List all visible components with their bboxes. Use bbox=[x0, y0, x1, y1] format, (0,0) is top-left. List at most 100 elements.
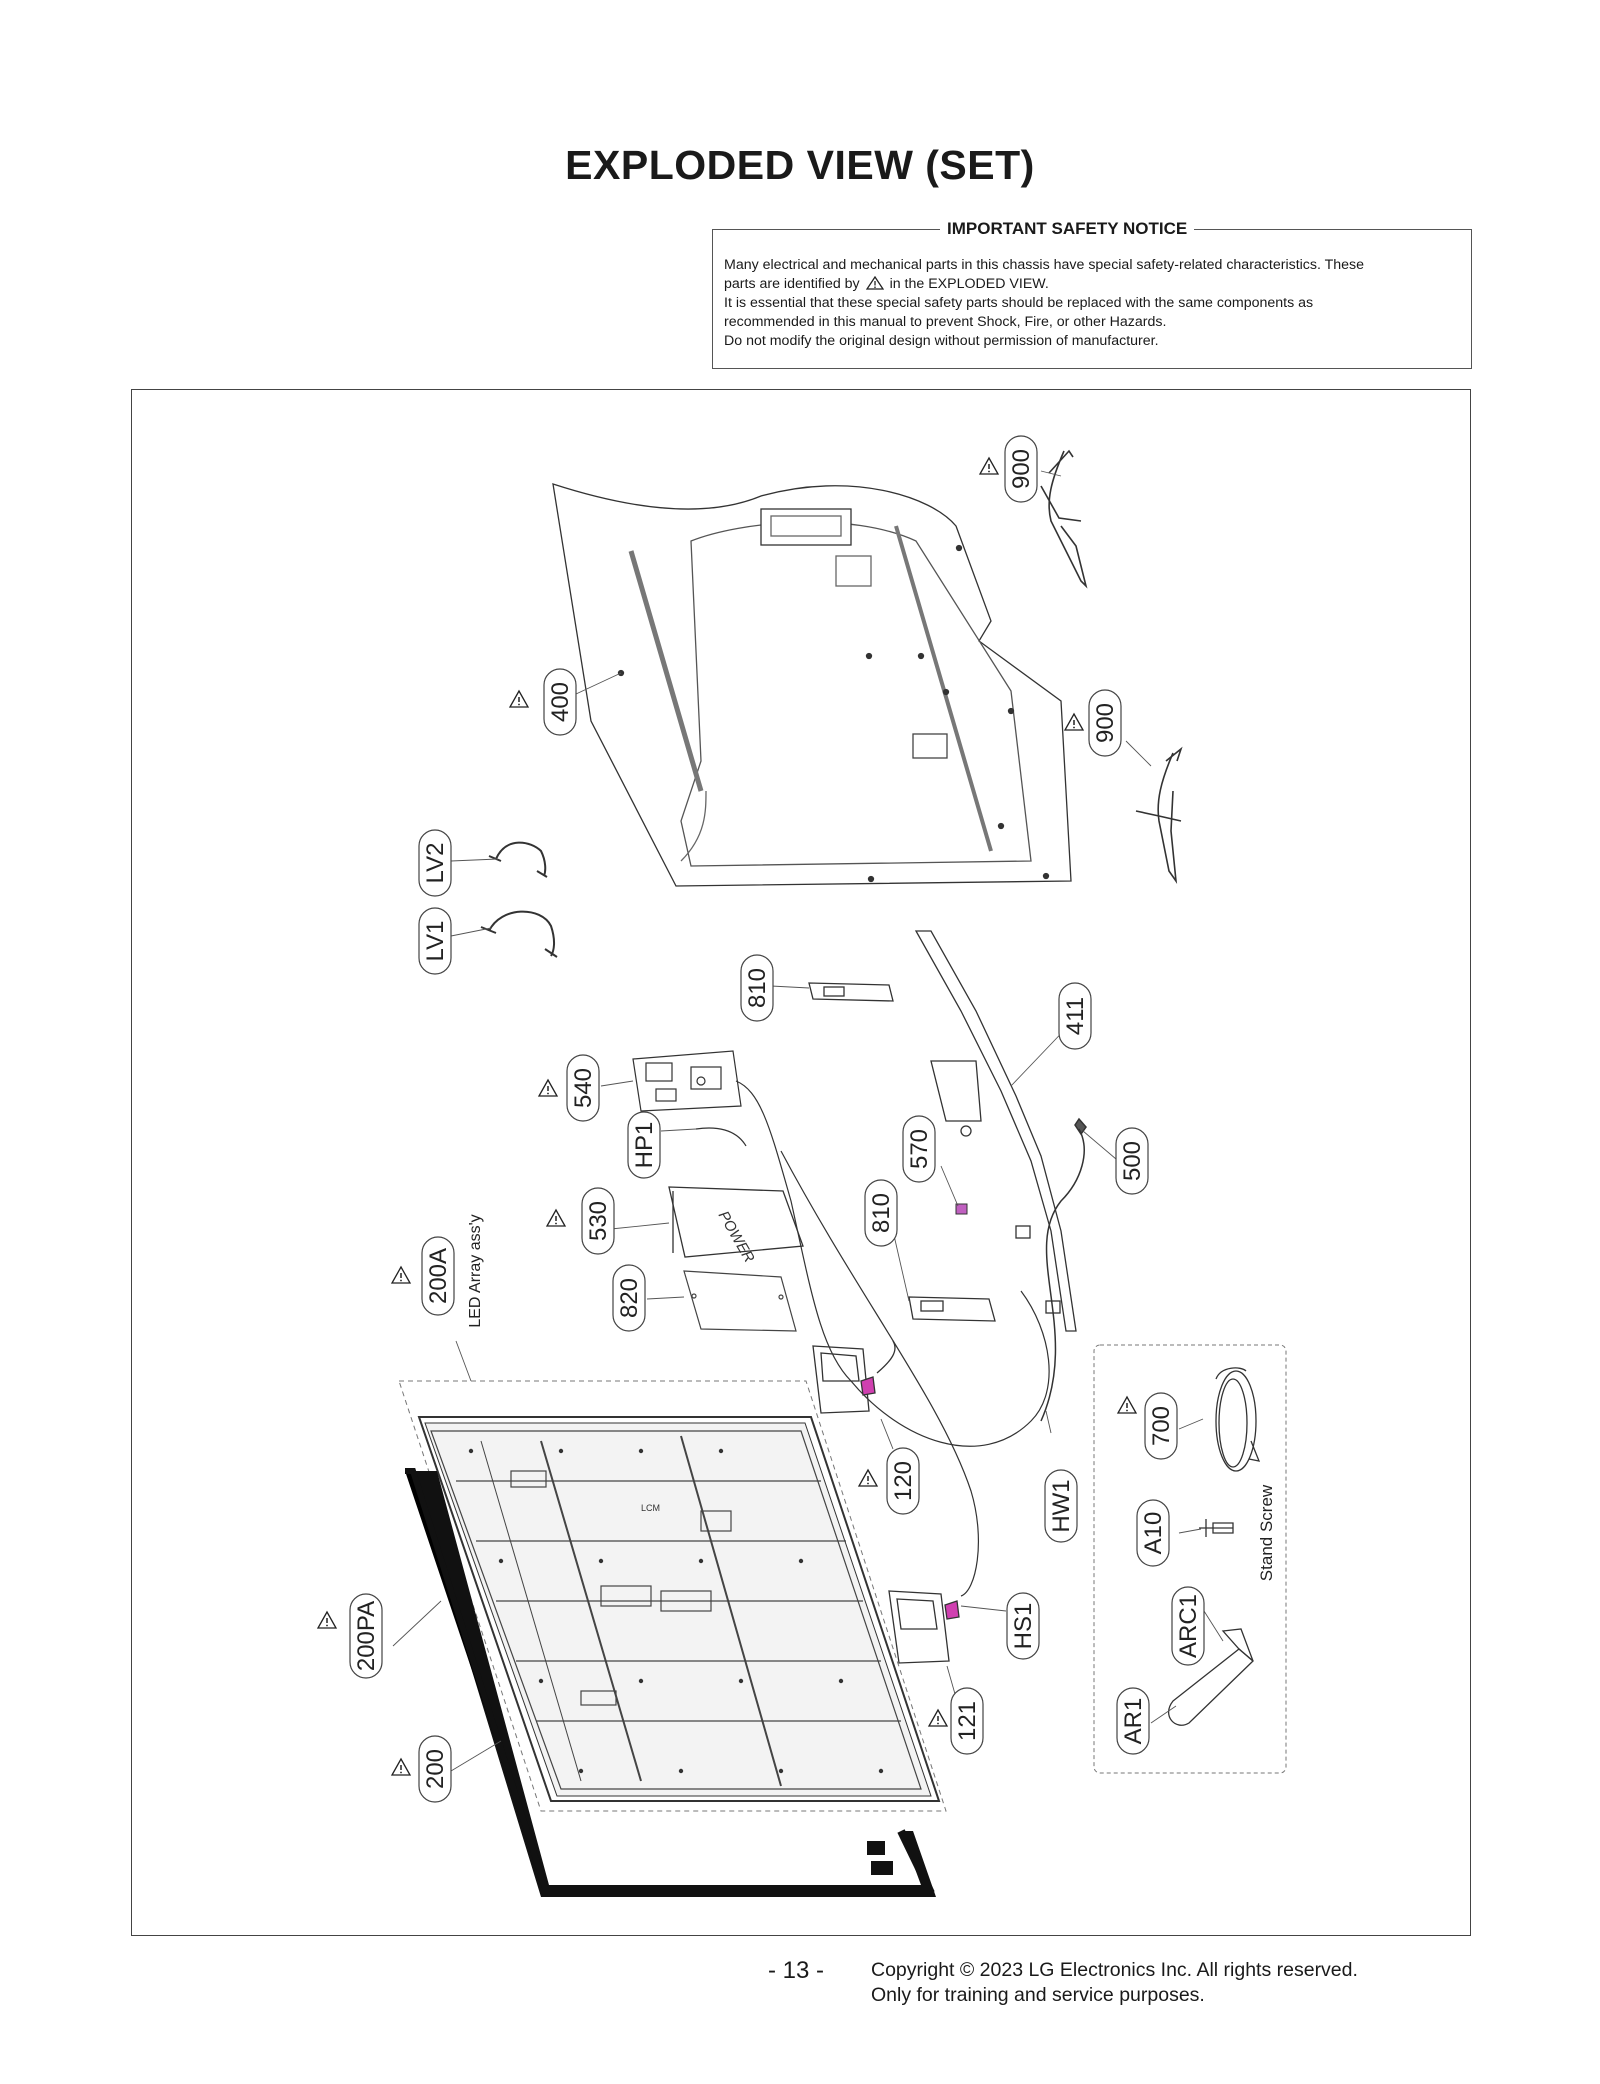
harness-hs1 bbox=[780, 1150, 980, 1597]
callout-200-text: 200 bbox=[422, 1749, 449, 1789]
callout-900a: 900 bbox=[1004, 435, 1038, 503]
notice-line-2-end: in the EXPLODED VIEW. bbox=[889, 276, 1049, 292]
callout-700: 700 bbox=[1144, 1392, 1178, 1460]
callout-lv1-text: LV1 bbox=[422, 921, 449, 962]
training-note-line: Only for training and service purposes. bbox=[871, 1984, 1205, 2006]
callout-ar1: AR1 bbox=[1116, 1687, 1150, 1755]
warning-icon-400 bbox=[509, 690, 529, 708]
callout-700-text: 700 bbox=[1148, 1406, 1175, 1446]
callout-500: 500 bbox=[1115, 1127, 1149, 1195]
stand-screw-text: Stand Screw bbox=[1257, 1484, 1276, 1581]
callout-hp1-text: HP1 bbox=[631, 1122, 658, 1169]
warning-icon-200 bbox=[391, 1758, 411, 1776]
footer-copyright: Copyright © 2023 LG Electronics Inc. All… bbox=[871, 1958, 1358, 2008]
callout-900b-text: 900 bbox=[1092, 703, 1119, 743]
callout-810b: 810 bbox=[864, 1179, 898, 1247]
speaker-121-drawing bbox=[888, 1590, 960, 1664]
stand-lower-drawing bbox=[1135, 746, 1183, 884]
callout-570-text: 570 bbox=[906, 1129, 933, 1169]
callout-810b-text: 810 bbox=[868, 1193, 895, 1233]
notice-line-1: Many electrical and mechanical parts in … bbox=[724, 257, 1365, 273]
lv-cables-drawing bbox=[480, 841, 558, 958]
callout-540-text: 540 bbox=[570, 1068, 597, 1108]
panel-sticker-label: LCM bbox=[641, 1503, 660, 1513]
callout-200a-note: LED Array ass'y bbox=[467, 1214, 484, 1327]
back-cover-drawing bbox=[552, 483, 1072, 887]
callout-200pa-text: 200PA bbox=[353, 1601, 380, 1671]
warning-icon-530 bbox=[546, 1209, 566, 1227]
warning-icon-120 bbox=[858, 1469, 878, 1487]
callout-200: 200 bbox=[418, 1735, 452, 1803]
part-callouts: 900 400 900 LV2 LV1 810 411 540 bbox=[349, 435, 1276, 1803]
callout-hw1-text: HW1 bbox=[1048, 1479, 1075, 1532]
safety-notice-heading: IMPORTANT SAFETY NOTICE bbox=[940, 219, 1195, 239]
callout-411-text: 411 bbox=[1062, 997, 1089, 1035]
callout-arc1-text: ARC1 bbox=[1175, 1594, 1202, 1658]
warning-icon-200a bbox=[391, 1266, 411, 1284]
insulator-sheet-drawing bbox=[683, 1270, 797, 1332]
callout-hs1: HS1 bbox=[1006, 1592, 1040, 1660]
component-570 bbox=[955, 1203, 968, 1215]
harness-hw1 bbox=[735, 1080, 1050, 1447]
callout-530-text: 530 bbox=[585, 1201, 612, 1241]
safety-notice-text: Many electrical and mechanical parts in … bbox=[724, 256, 1460, 351]
power-cord-drawing bbox=[1215, 1367, 1261, 1472]
warning-icon-540 bbox=[538, 1079, 558, 1097]
power-board-label: POWER bbox=[715, 1208, 758, 1266]
callout-570: 570 bbox=[902, 1115, 936, 1183]
callout-lv2: LV2 bbox=[418, 829, 452, 897]
notice-line-2: parts are identified by in the EXPLODED … bbox=[724, 275, 1460, 294]
callout-a10-text: A10 bbox=[1140, 1512, 1167, 1555]
component-500-drawing bbox=[1040, 1117, 1087, 1422]
stand-screw-drawing bbox=[1199, 1519, 1234, 1537]
callout-a10: A10 bbox=[1136, 1499, 1170, 1567]
power-board-drawing: POWER bbox=[668, 1186, 804, 1266]
ir-board-lower-drawing bbox=[908, 1296, 996, 1322]
callout-400-text: 400 bbox=[547, 682, 574, 722]
warning-icon-700 bbox=[1117, 1396, 1137, 1414]
callout-530: 530 bbox=[581, 1187, 615, 1255]
callout-120-text: 120 bbox=[890, 1461, 917, 1501]
callout-lv1: LV1 bbox=[418, 907, 452, 975]
callout-500-text: 500 bbox=[1119, 1141, 1146, 1181]
callout-stand-screw: Stand Screw bbox=[1257, 1484, 1276, 1581]
notice-line-4: recommended in this manual to prevent Sh… bbox=[724, 314, 1167, 330]
callout-820: 820 bbox=[612, 1264, 646, 1332]
copyright-line: Copyright © 2023 LG Electronics Inc. All… bbox=[871, 1959, 1358, 1981]
notice-line-3: It is essential that these special safet… bbox=[724, 295, 1314, 311]
callout-200pa: 200PA bbox=[349, 1593, 383, 1679]
callout-hp1: HP1 bbox=[627, 1111, 661, 1179]
warning-icon-121 bbox=[928, 1709, 948, 1727]
callout-hs1-text: HS1 bbox=[1010, 1603, 1037, 1650]
callout-ar1-text: AR1 bbox=[1120, 1698, 1147, 1745]
callout-810a-text: 810 bbox=[744, 968, 771, 1008]
callout-540: 540 bbox=[566, 1054, 600, 1122]
led-array-note-text: LED Array ass'y bbox=[467, 1214, 484, 1327]
speaker-120-drawing bbox=[812, 1340, 896, 1414]
warning-icon-200pa bbox=[317, 1611, 337, 1629]
accessory-box bbox=[1093, 1344, 1287, 1774]
warning-triangle-icon bbox=[865, 276, 884, 290]
callout-810a: 810 bbox=[740, 954, 774, 1022]
callout-lv2-text: LV2 bbox=[422, 843, 449, 884]
warning-icon-900a bbox=[979, 457, 999, 475]
callout-200a: 200A bbox=[421, 1236, 455, 1316]
exploded-view-svg: POWER bbox=[317, 435, 1287, 1897]
ir-board-upper-drawing bbox=[808, 982, 894, 1002]
callout-121-text: 121 bbox=[954, 1701, 981, 1741]
exploded-view-diagram: POWER bbox=[131, 389, 1471, 1936]
hp1-cable bbox=[695, 1127, 747, 1147]
page-title: EXPLODED VIEW (SET) bbox=[565, 142, 1035, 188]
panel-assembly-drawing: LCM bbox=[398, 1380, 947, 1897]
notice-line-2-start: parts are identified by bbox=[724, 276, 860, 292]
callout-900a-text: 900 bbox=[1008, 449, 1035, 489]
warning-icon-900b bbox=[1064, 713, 1084, 731]
stand-upper-drawing bbox=[1040, 449, 1088, 589]
notice-line-5: Do not modify the original design withou… bbox=[724, 333, 1159, 349]
callout-200a-text: 200A bbox=[425, 1248, 452, 1304]
callout-820-text: 820 bbox=[616, 1278, 643, 1318]
callout-hw1: HW1 bbox=[1044, 1469, 1078, 1543]
main-board-drawing bbox=[632, 1050, 742, 1112]
callout-120: 120 bbox=[886, 1447, 920, 1515]
callout-121: 121 bbox=[950, 1687, 984, 1755]
